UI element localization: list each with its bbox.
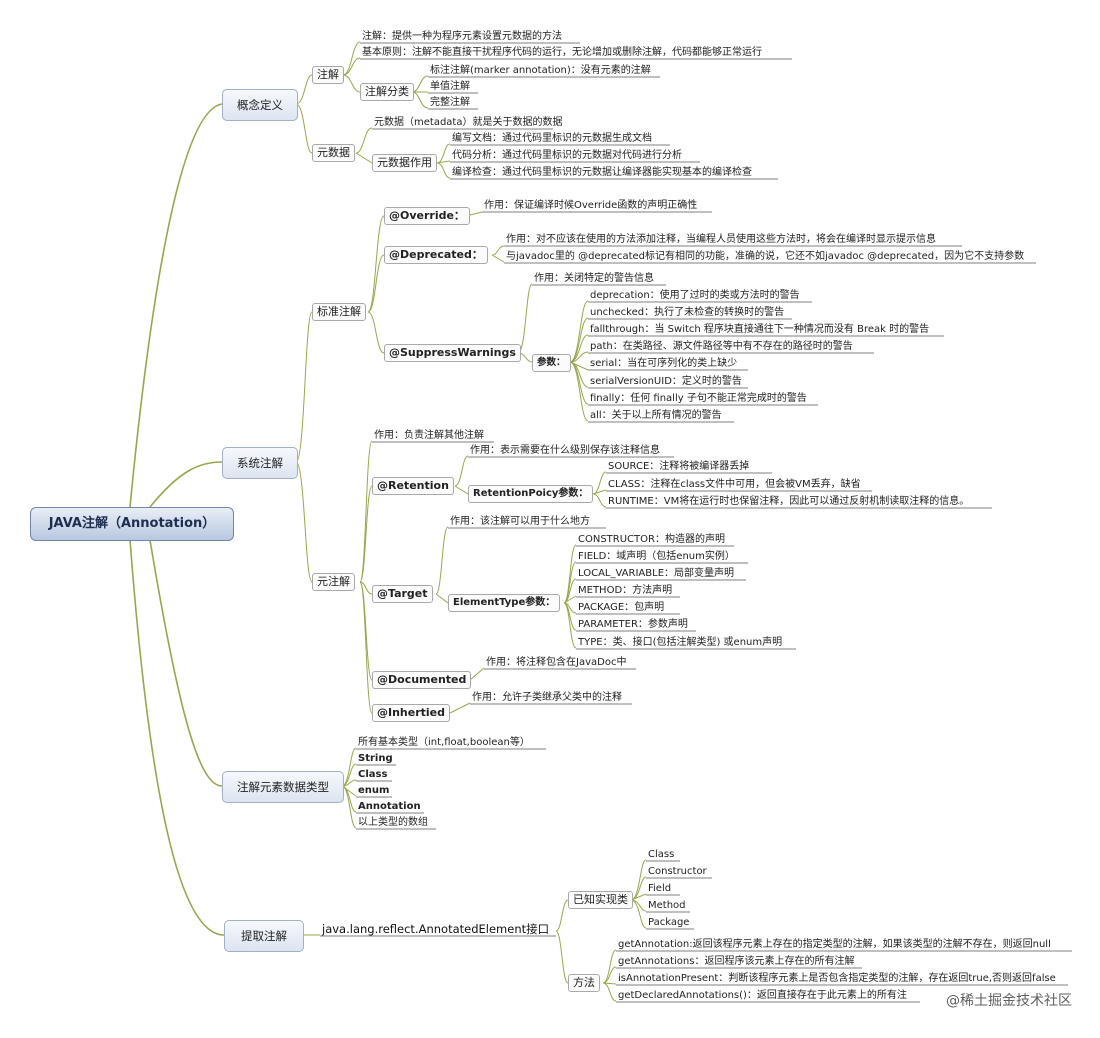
node-suppresswarnings[interactable]: @SuppressWarnings	[384, 344, 521, 362]
suppress-param: serial：当在可序列化的类上缺少	[590, 358, 738, 369]
inherited-desc: 作用：允许子类继承父类中的注释	[472, 692, 622, 703]
suppress-param: serialVersionUID：定义时的警告	[590, 376, 742, 387]
element-type: TYPE：类、接口(包括注解类型) 或enum声明	[578, 637, 783, 648]
category-item: 标注注解(marker annotation)：没有元素的注解	[430, 65, 651, 76]
metadata-definition: 元数据（metadata）就是关于数据的数据	[374, 117, 563, 128]
node-suppress-params[interactable]: 参数：	[532, 354, 571, 372]
method-item: getDeclaredAnnotations()：返回直接存在于此元素上的所有注	[618, 990, 907, 1001]
node-target[interactable]: @Target	[372, 585, 433, 603]
topic-concept[interactable]: 概念定义	[222, 89, 298, 121]
element-type: FIELD：域声明（包括enum实例）	[578, 551, 735, 562]
retention-policy: SOURCE：注释将被编译器丢掉	[608, 461, 750, 472]
suppress-param: path：在类路径、源文件路径等中有不存在的路径时的警告	[590, 341, 853, 352]
element-type: METHOD：方法声明	[578, 585, 673, 596]
element-type-item: 以上类型的数组	[358, 817, 428, 828]
deprecated-desc: 作用：对不应该在使用的方法添加注释，当编程人员使用这些方法时，将会在编译时显示提…	[506, 234, 936, 245]
element-type: CONSTRUCTOR：构造器的声明	[578, 534, 725, 545]
metadata-usage-item: 编译检查：通过代码里标识的元数据让编译器能实现基本的编译检查	[452, 167, 752, 178]
suppress-param: finally：任何 finally 子句不能正常完成时的警告	[590, 393, 807, 404]
node-element-type[interactable]: ElementType参数：	[448, 594, 561, 612]
node-methods[interactable]: 方法	[568, 974, 600, 992]
impl-class: Constructor	[648, 866, 707, 877]
suppress-param: fallthrough：当 Switch 程序块直接通往下一种情况而没有 Bre…	[590, 324, 930, 335]
suppress-param: deprecation：使用了过时的类或方法时的警告	[590, 290, 800, 301]
root-node[interactable]: JAVA注解（Annotation）	[30, 507, 234, 541]
node-metadata[interactable]: 元数据	[312, 144, 355, 162]
node-standard-annotations[interactable]: 标准注解	[312, 303, 366, 321]
topic-element-types[interactable]: 注解元素数据类型	[222, 771, 344, 803]
method-item: isAnnotationPresent：判断该程序元素上是否包含指定类型的注解，…	[618, 973, 1056, 984]
element-type: PARAMETER：参数声明	[578, 619, 688, 630]
element-type-item: enum	[358, 785, 390, 796]
impl-class: Class	[648, 849, 675, 860]
element-type-item: Annotation	[358, 801, 421, 812]
suppress-param: all：关于以上所有情况的警告	[590, 410, 722, 421]
node-annotated-element-interface[interactable]: java.lang.reflect.AnnotatedElement接口	[322, 922, 550, 936]
deprecated-desc: 与javadoc里的 @deprecated标记有相同的功能，准确的说，它还不如…	[506, 251, 1025, 262]
node-metadata-usage[interactable]: 元数据作用	[372, 154, 437, 172]
node-deprecated[interactable]: @Deprecated：	[384, 246, 488, 264]
method-item: getAnnotations：返回程序该元素上存在的所有注解	[618, 956, 855, 967]
metadata-usage-item: 代码分析：通过代码里标识的元数据对代码进行分析	[452, 150, 682, 161]
category-item: 单值注解	[430, 81, 470, 92]
retention-desc: 作用：表示需要在什么级别保存该注释信息	[470, 445, 660, 456]
element-type-item: String	[358, 753, 393, 764]
category-item: 完整注解	[430, 97, 470, 108]
impl-class: Field	[648, 883, 672, 894]
method-item: getAnnotation:返回该程序元素上存在的指定类型的注解，如果该类型的注…	[618, 939, 1051, 950]
element-type-item: Class	[358, 769, 388, 780]
annotation-definition: 注解：提供一种为程序元素设置元数据的方法	[362, 31, 562, 42]
element-type: PACKAGE：包声明	[578, 602, 665, 613]
node-documented[interactable]: @Documented	[372, 671, 472, 689]
element-type-item: 所有基本类型（int,float,boolean等）	[358, 737, 530, 748]
meta-desc: 作用：负责注解其他注解	[374, 430, 484, 441]
topic-extract[interactable]: 提取注解	[224, 920, 304, 952]
suppress-desc: 作用：关闭特定的警告信息	[534, 273, 654, 284]
node-annotation[interactable]: 注解	[312, 66, 344, 84]
metadata-usage-item: 编写文档：通过代码里标识的元数据生成文档	[452, 133, 652, 144]
retention-policy: RUNTIME：VM将在运行时也保留注释，因此可以通过反射机制读取注释的信息。	[608, 496, 970, 507]
target-desc: 作用：该注解可以用于什么地方	[450, 516, 590, 527]
impl-class: Package	[648, 917, 690, 928]
topic-system-annotations[interactable]: 系统注解	[222, 447, 298, 479]
retention-policy: CLASS：注释在class文件中可用，但会被VM丢弃，缺省	[608, 479, 861, 490]
watermark: @稀土掘金技术社区	[946, 993, 1072, 1009]
node-override[interactable]: @Override：	[384, 207, 470, 225]
element-type: LOCAL_VARIABLE：局部变量声明	[578, 568, 735, 579]
override-desc: 作用：保证编译时候Override函数的声明正确性	[484, 200, 698, 211]
annotation-principle: 基本原则：注解不能直接干扰程序代码的运行，无论增加或删除注解，代码都能够正常运行	[362, 47, 762, 58]
impl-class: Method	[648, 900, 686, 911]
node-known-implementations[interactable]: 已知实现类	[568, 891, 633, 909]
node-annotation-category[interactable]: 注解分类	[360, 83, 414, 101]
node-inherited[interactable]: @Inhertied	[372, 704, 451, 722]
node-retention-policy[interactable]: RetentionPoicy参数：	[468, 485, 594, 503]
suppress-param: unchecked：执行了未检查的转换时的警告	[590, 307, 785, 318]
node-retention[interactable]: @Retention	[372, 477, 454, 495]
documented-desc: 作用：将注释包含在JavaDoc中	[486, 657, 627, 668]
node-meta-annotations[interactable]: 元注解	[312, 573, 355, 591]
